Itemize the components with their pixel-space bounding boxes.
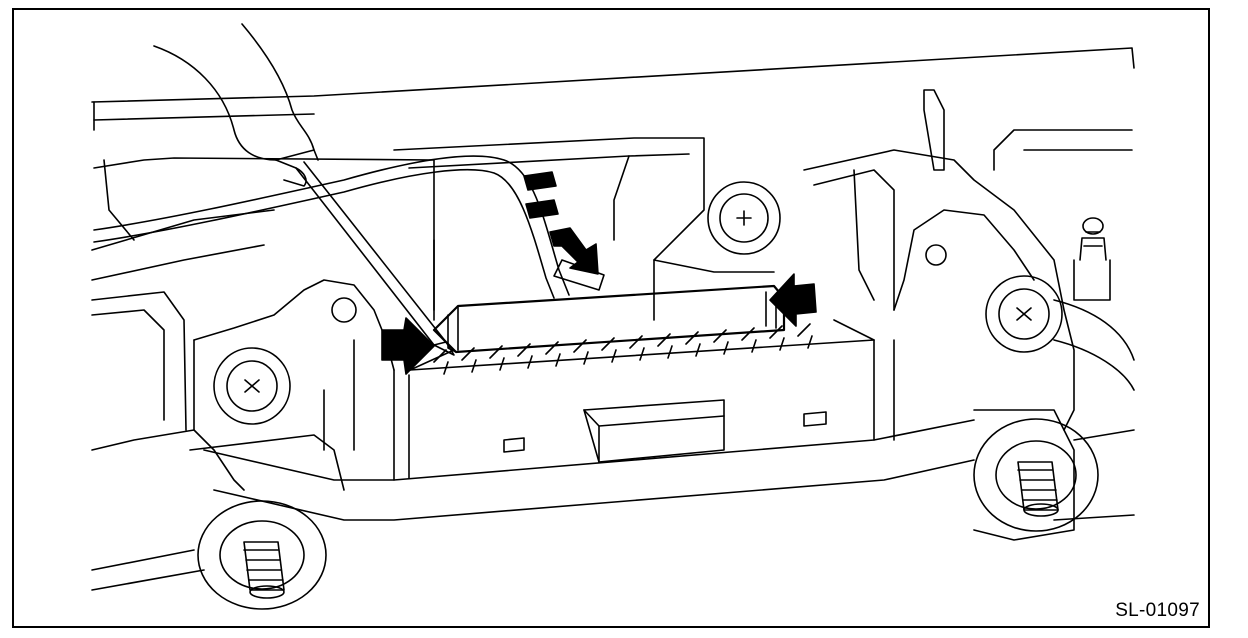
screw-head-icon xyxy=(707,181,781,255)
recess-housing xyxy=(393,137,775,321)
line-drawing xyxy=(91,23,1135,610)
arrow-icon xyxy=(769,273,817,327)
screw-head-icon xyxy=(213,347,291,425)
arrow-icon xyxy=(381,317,435,375)
base-rail xyxy=(203,339,975,521)
figure-frame: SL-01097 xyxy=(12,8,1210,628)
stud-bolt-icon xyxy=(973,418,1099,532)
stud-bolt-icon xyxy=(197,500,327,610)
arrow-icon xyxy=(523,171,599,275)
left-bracket xyxy=(189,279,395,491)
figure-code-label: SL-01097 xyxy=(1115,600,1200,621)
screwdriver-icon xyxy=(153,23,455,356)
right-bracket xyxy=(803,89,1075,541)
screw-head-icon xyxy=(985,275,1063,353)
background-panel xyxy=(91,47,1135,591)
stud-bolt-icon xyxy=(1073,217,1111,301)
